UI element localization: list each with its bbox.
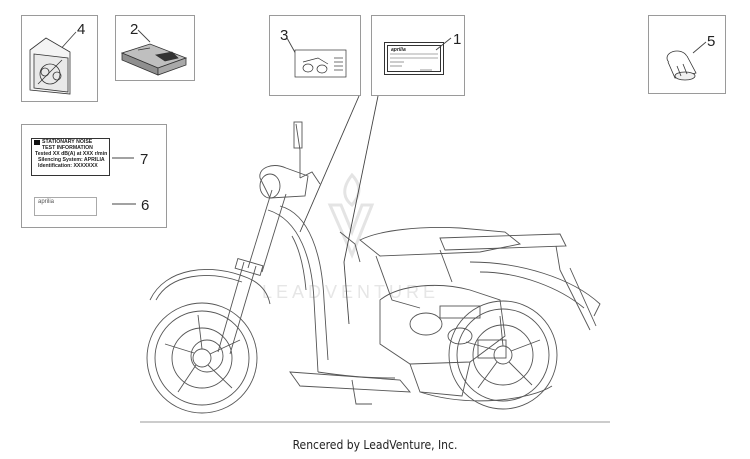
- callout-number-2[interactable]: 2: [130, 21, 139, 38]
- noise-label-line-5: Identification: XXXXXXX: [38, 163, 98, 169]
- noise-label-line-3: Tested XX dB(A) at XXX r/min: [35, 151, 108, 157]
- callout-number-6[interactable]: 6: [141, 197, 150, 214]
- scooter-drawing: [140, 121, 610, 423]
- footer-credit: Rencered by LeadVenture, Inc.: [292, 438, 458, 452]
- callout-number-4[interactable]: 4: [77, 21, 86, 38]
- leader-lines: [57, 29, 707, 325]
- owner-manual-icon: [29, 37, 71, 95]
- id-plate-text-lines: [390, 53, 438, 71]
- leadventure-watermark-icon: LEADVENTURE: [262, 172, 439, 302]
- noise-label-line-2: TEST INFORMATION: [42, 145, 93, 151]
- id-plate-label: aprilia: [384, 42, 444, 75]
- rubber-bushing-icon: [666, 50, 697, 81]
- callout-number-1[interactable]: 1: [453, 31, 462, 48]
- callout-number-5[interactable]: 5: [707, 33, 716, 50]
- id-plate-brand: aprilia: [391, 47, 406, 53]
- callout-number-7[interactable]: 7: [140, 151, 149, 168]
- warning-sticker-icon: [294, 49, 347, 78]
- callout-number-3[interactable]: 3: [280, 27, 289, 44]
- service-booklet-icon: [120, 43, 188, 76]
- aprilia-badge-text: aprilia: [38, 199, 55, 205]
- part-box-5[interactable]: [648, 15, 726, 94]
- noise-label-line-4: Silencing System: APRILIA: [38, 157, 105, 163]
- black-block-icon: [34, 140, 40, 145]
- noise-label-line-1: STATIONARY NOISE: [42, 139, 93, 145]
- noise-test-label: STATIONARY NOISE TEST INFORMATION Tested…: [31, 138, 110, 176]
- aprilia-badge-label: aprilia: [34, 197, 97, 216]
- svg-text:LEADVENTURE: LEADVENTURE: [262, 282, 439, 302]
